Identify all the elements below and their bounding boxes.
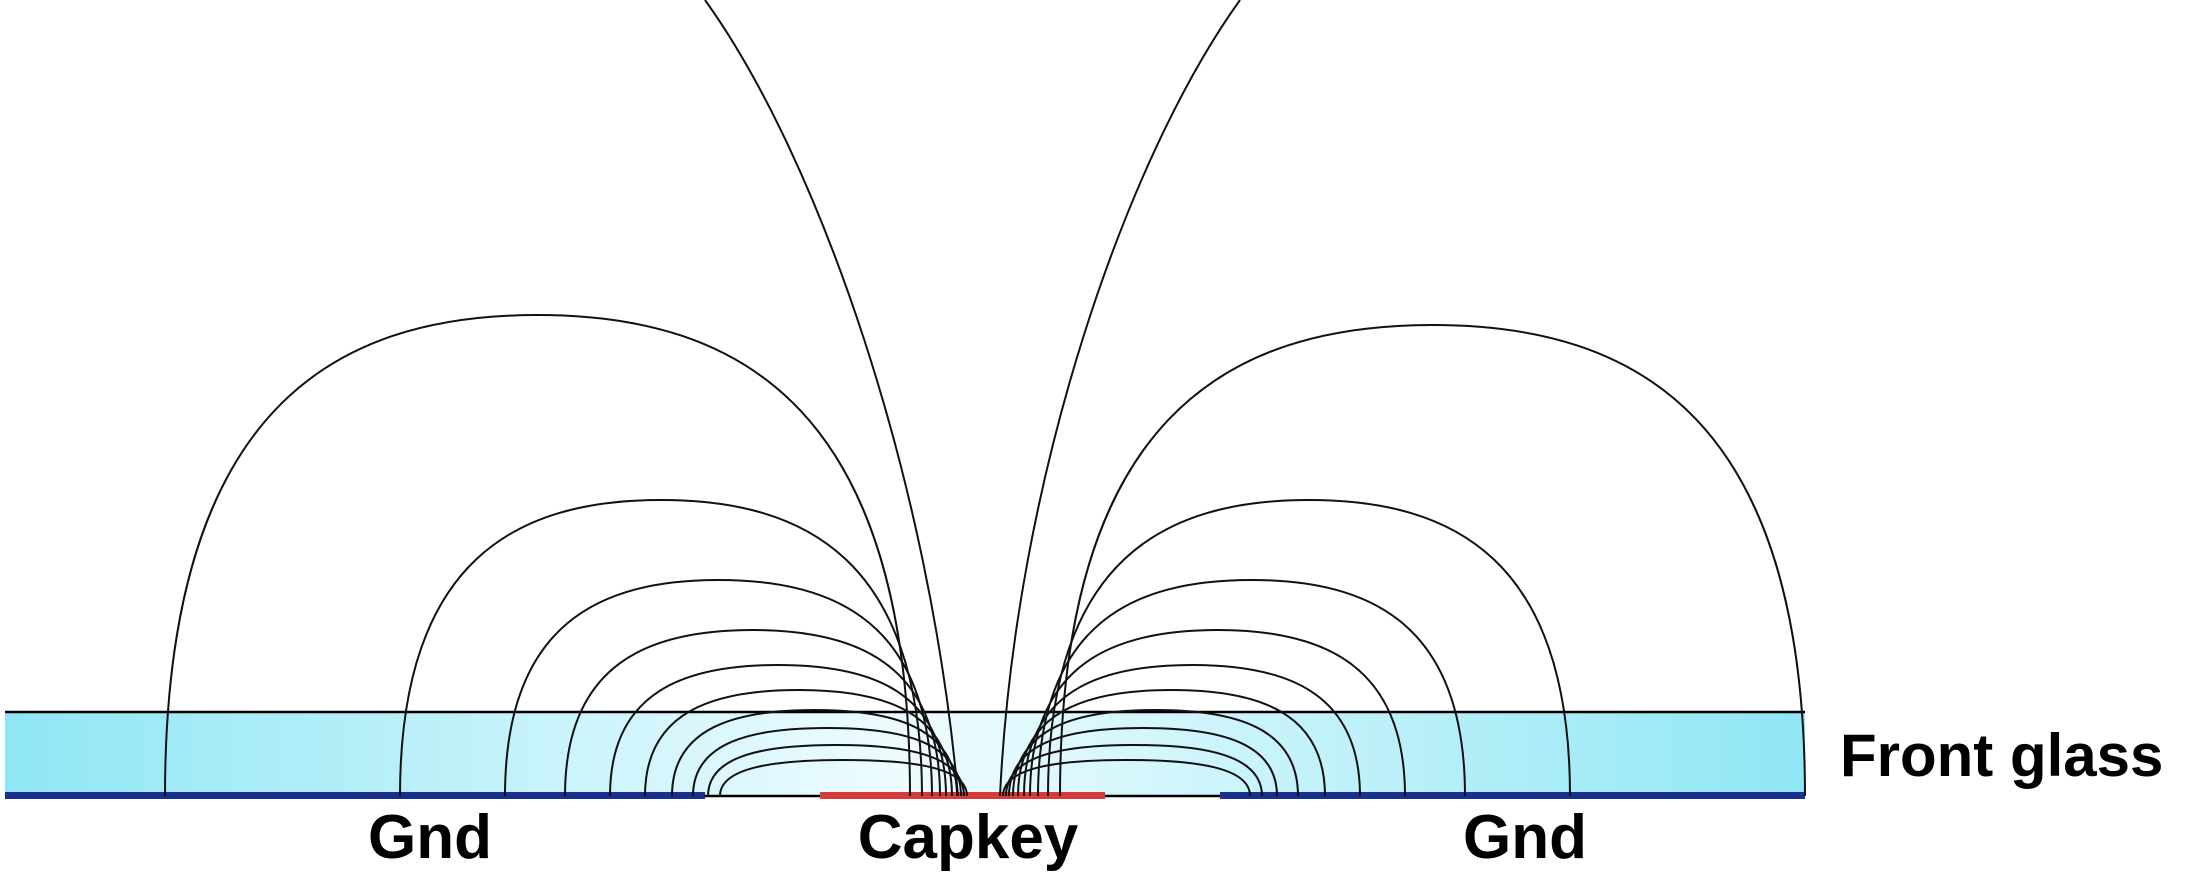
field-line-left-1 xyxy=(164,313,911,797)
ground-electrode-right xyxy=(1220,792,1805,799)
field-line-left-9 xyxy=(707,743,965,797)
field-line-right-4 xyxy=(1029,628,1406,797)
field-line-right-7 xyxy=(1012,708,1299,797)
field-line-left-5 xyxy=(609,663,947,797)
capkey-label: Capkey xyxy=(858,803,1079,872)
front-glass-layer xyxy=(5,712,1805,796)
field-line-right-9 xyxy=(1005,743,1263,797)
front-glass-label: Front glass xyxy=(1840,722,2163,789)
field-line-top-right xyxy=(999,0,1241,797)
ground-electrode-left xyxy=(5,792,705,799)
field-line-left-10 xyxy=(719,758,968,797)
field-line-top-left xyxy=(704,0,959,797)
field-line-left-8 xyxy=(692,726,962,797)
field-line-right-5 xyxy=(1023,663,1361,797)
field-line-left-4 xyxy=(564,628,941,797)
field-line-right-10 xyxy=(1002,758,1251,797)
gnd-left-label: Gnd xyxy=(368,803,492,872)
gnd-right-label: Gnd xyxy=(1463,803,1587,872)
field-line-right-3 xyxy=(1037,578,1466,797)
field-line-left-6 xyxy=(644,688,953,797)
field-line-right-6 xyxy=(1017,688,1326,797)
field-line-left-2 xyxy=(399,498,923,797)
field-line-left-7 xyxy=(671,708,958,797)
field-line-right-1 xyxy=(1059,323,1806,797)
capkey-electrode xyxy=(820,792,1105,799)
field-line-right-8 xyxy=(1008,726,1278,797)
field-line-left-3 xyxy=(504,578,933,797)
field-line-right-2 xyxy=(1047,498,1571,797)
field-lines xyxy=(164,0,1806,797)
